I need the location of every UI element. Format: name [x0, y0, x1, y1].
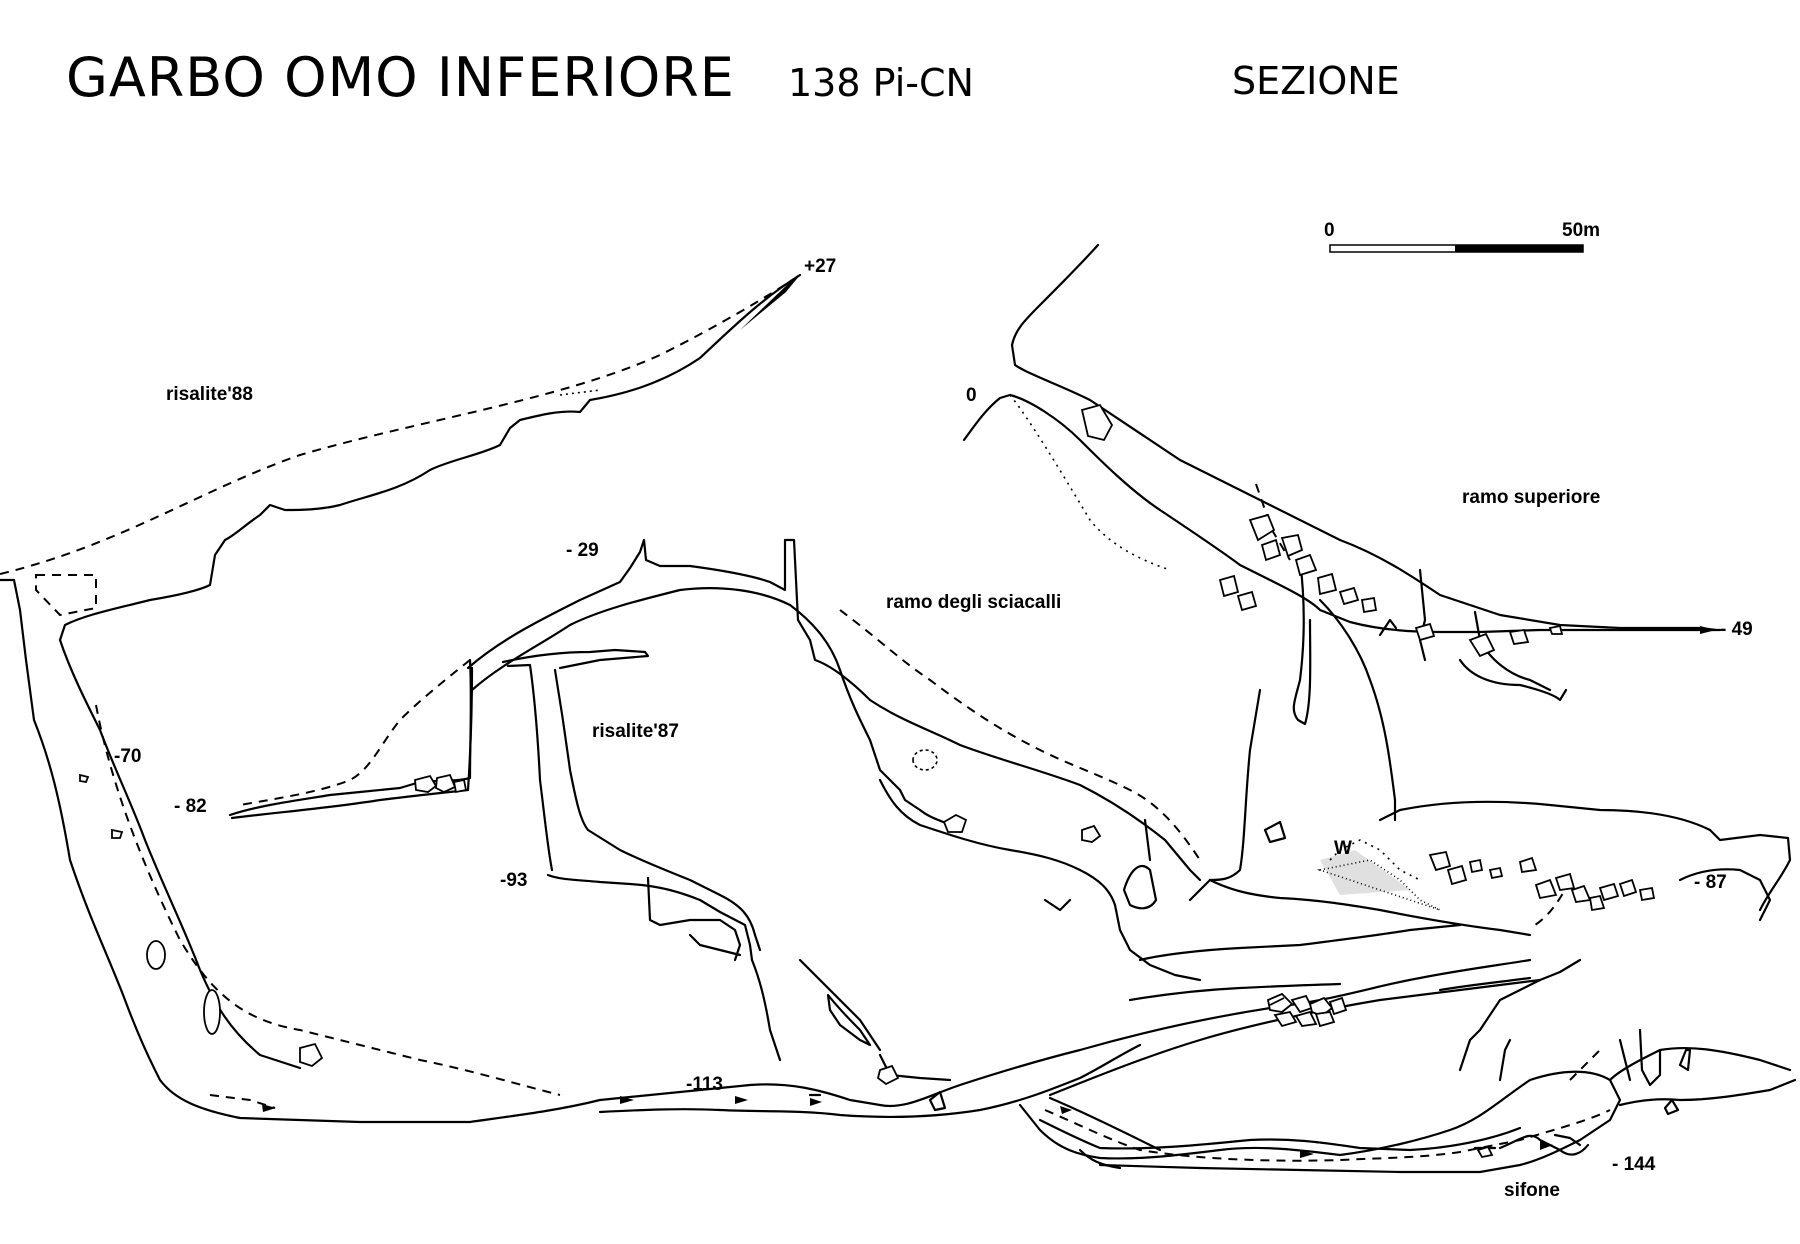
ramo-sciacalli-passage: [466, 538, 1202, 982]
label-sifone: sifone: [1504, 1180, 1560, 1201]
cave-code: 138 Pi-CN: [788, 61, 974, 105]
view-type: SEZIONE: [1232, 59, 1400, 103]
depth-minus113: -113: [686, 1074, 723, 1095]
risalite-87-passage: [501, 648, 882, 1062]
depth-minus144: - 144: [1612, 1154, 1656, 1175]
lower-passage: [598, 958, 1797, 1174]
depth-0: 0: [966, 385, 977, 406]
depth-minus49: - 49: [1720, 619, 1753, 640]
label-risalite-87: risalite'87: [592, 721, 679, 742]
survey-title: GARBO OMO INFERIORE: [66, 46, 735, 109]
entrance-ramo-superiore: [962, 243, 1722, 882]
depth-minus93: -93: [500, 870, 527, 891]
depth-minus70: -70: [114, 746, 141, 767]
risalite-88-passage: [0, 273, 802, 1124]
depth-minus29: - 29: [566, 540, 599, 561]
depth-minus82: - 82: [174, 796, 207, 817]
scale-start-label: 0: [1324, 220, 1335, 241]
depth-plus27: +27: [804, 256, 836, 277]
debris-slope: [1320, 850, 1410, 895]
label-ramo-sciacalli: ramo degli sciacalli: [886, 592, 1061, 613]
label-ramo-superiore: ramo superiore: [1462, 487, 1600, 508]
branch-minus82: [228, 658, 474, 820]
water-marker: W: [1334, 838, 1352, 859]
scale-bar: 0 50m: [1324, 220, 1600, 253]
label-risalite-88: risalite'88: [166, 384, 253, 405]
scale-end-label: 50m: [1562, 220, 1600, 241]
depth-minus87: - 87: [1694, 872, 1727, 893]
central-passage: [1043, 800, 1792, 1006]
